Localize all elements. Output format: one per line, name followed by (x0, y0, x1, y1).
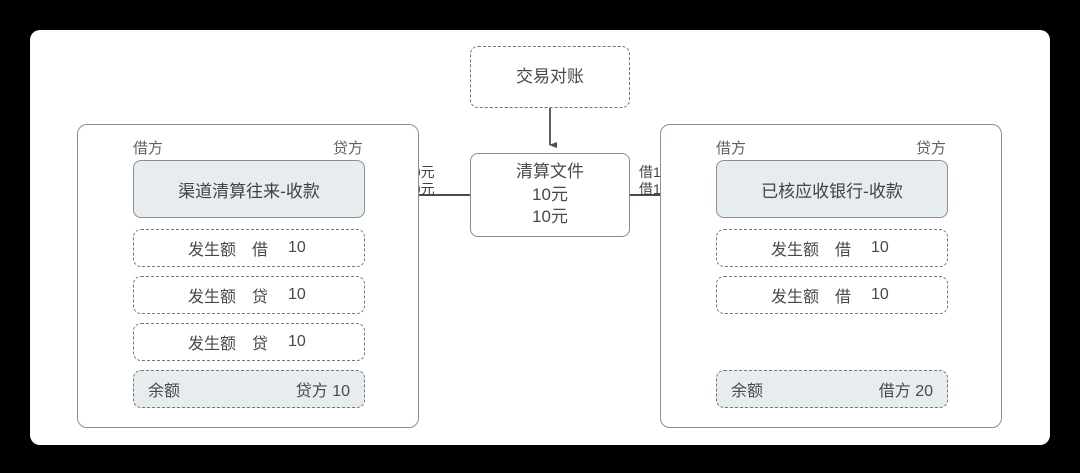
ledger-row-side: 借 (835, 289, 852, 306)
ledger-row: 发生额 贷 10 (133, 276, 365, 314)
column-header-debit: 借方 (133, 140, 164, 157)
ledger-row-side: 借 (252, 242, 269, 259)
settlement-file-amount-2: 10元 (532, 207, 568, 227)
ledger-row-amount: 10 (288, 286, 306, 303)
account-title-label: 已核应收银行-收款 (761, 181, 903, 201)
ledger-row-label: 发生额 (770, 242, 819, 259)
ledger-row-label: 发生额 (187, 336, 236, 353)
reconciliation-label: 交易对账 (516, 66, 584, 86)
ledger-row: 发生额 借 10 (133, 229, 365, 267)
ledger-row: 发生额 借 10 (716, 229, 948, 267)
ledger-row-side: 贷 (252, 289, 269, 306)
ledger-row-side: 贷 (252, 336, 269, 353)
settlement-file-box: 清算文件 10元 10元 (470, 153, 630, 237)
balance-row-value: 借方 20 (878, 383, 933, 400)
column-header-credit: 贷方 (915, 140, 946, 157)
ledger-row: 发生额 贷 10 (133, 323, 365, 361)
balance-row-label: 余额 (731, 383, 764, 400)
reconciliation-box: 交易对账 (470, 46, 630, 108)
ledger-row-amount: 10 (288, 239, 306, 256)
ledger-row-amount: 10 (871, 286, 889, 303)
ledger-panel-left: 借方 贷方 渠道清算往来-收款 发生额 借 10 发生额 贷 10 发生额 贷 … (77, 124, 419, 428)
balance-row-value: 贷方 10 (295, 383, 350, 400)
ledger-row-label: 发生额 (187, 289, 236, 306)
account-title-box: 已核应收银行-收款 (716, 160, 948, 218)
ledger-row: 发生额 借 10 (716, 276, 948, 314)
account-title-label: 渠道清算往来-收款 (178, 181, 320, 201)
balance-row-label: 余额 (148, 383, 181, 400)
ledger-panel-right: 借方 贷方 已核应收银行-收款 发生额 借 10 发生额 借 10 余额 借方 … (660, 124, 1002, 428)
ledger-row-amount: 10 (871, 239, 889, 256)
account-title-box: 渠道清算往来-收款 (133, 160, 365, 218)
column-header-credit: 贷方 (332, 140, 363, 157)
ledger-row-amount: 10 (288, 333, 306, 350)
settlement-file-amount-1: 10元 (532, 184, 568, 204)
column-header-debit: 借方 (716, 140, 747, 157)
settlement-file-title: 清算文件 (516, 161, 584, 181)
ledger-row-label: 发生额 (187, 242, 236, 259)
balance-row: 余额 贷方 10 (133, 370, 365, 408)
balance-row: 余额 借方 20 (716, 370, 948, 408)
ledger-row-side: 借 (835, 242, 852, 259)
diagram-canvas: 交易对账 清算文件 10元 10元 贷10元 贷10元 借10元 借10元 借方… (30, 30, 1050, 445)
ledger-row-label: 发生额 (770, 289, 819, 306)
